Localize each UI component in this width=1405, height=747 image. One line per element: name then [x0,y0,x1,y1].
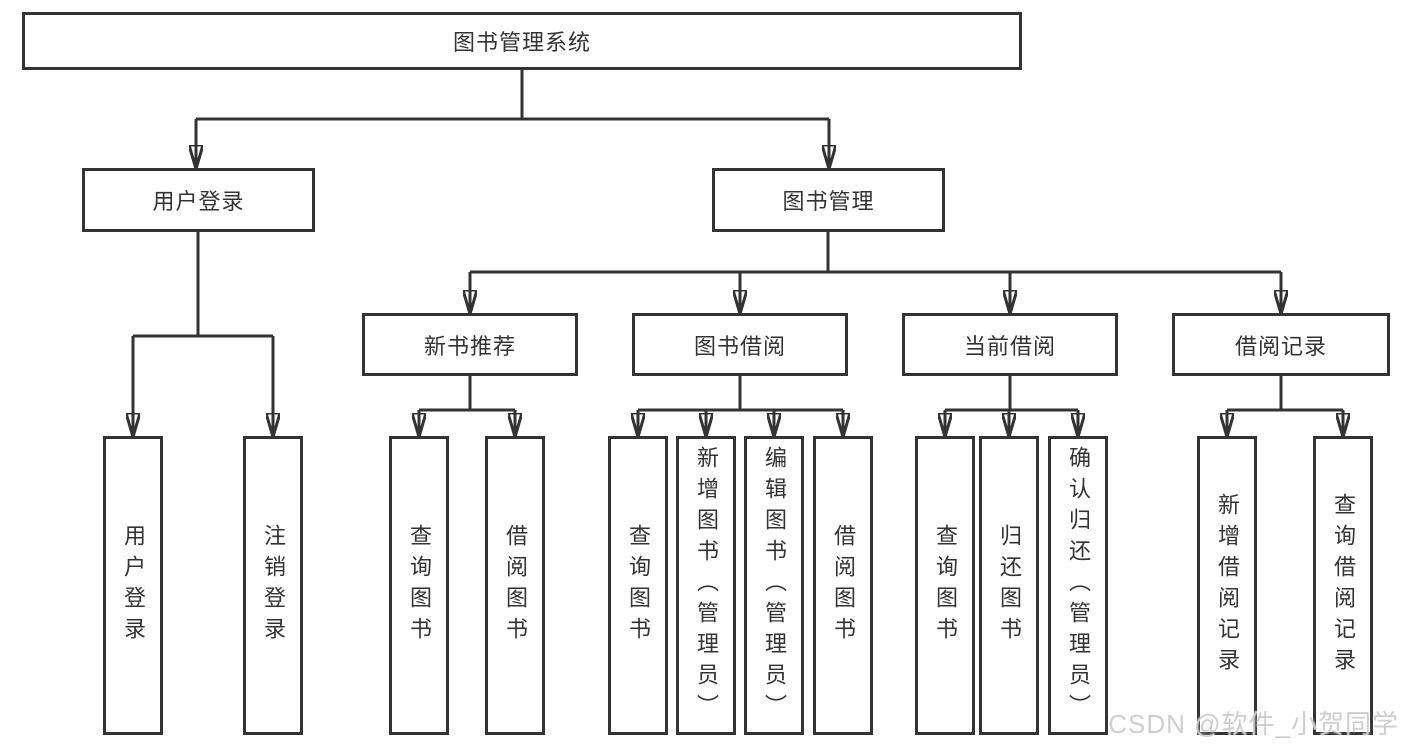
leaf-add-borrow-record: 新增借阅记录 [1197,436,1257,735]
leaf-query-books-current: 查询图书 [915,436,975,735]
leaf-edit-book-admin: 编辑图书（管理员） [744,436,804,735]
leaf-borrow-books-borrowing: 借阅图书 [813,436,873,735]
leaf-query-books-borrowing: 查询图书 [608,436,668,735]
leaf-confirm-return-admin: 确认归还（管理员） [1048,436,1108,735]
node-borrowing-records: 借阅记录 [1172,313,1390,376]
node-current-borrowing: 当前借阅 [902,313,1118,376]
node-book-management: 图书管理 [712,168,945,232]
node-user-login: 用户登录 [82,168,315,232]
csdn-watermark: CSDN @软件_小贺同学 [1108,709,1399,739]
leaf-user-login: 用户登录 [103,436,163,735]
leaf-query-books-recommend: 查询图书 [389,436,449,735]
node-book-borrowing: 图书借阅 [632,313,848,376]
node-library-management-system: 图书管理系统 [22,12,1022,70]
leaf-borrow-books-recommend: 借阅图书 [485,436,545,735]
leaf-add-book-admin: 新增图书（管理员） [676,436,736,735]
leaf-logout: 注销登录 [243,436,303,735]
leaf-query-borrow-record: 查询借阅记录 [1313,436,1373,735]
leaf-return-book: 归还图书 [979,436,1039,735]
node-new-book-recommendation: 新书推荐 [362,313,578,376]
